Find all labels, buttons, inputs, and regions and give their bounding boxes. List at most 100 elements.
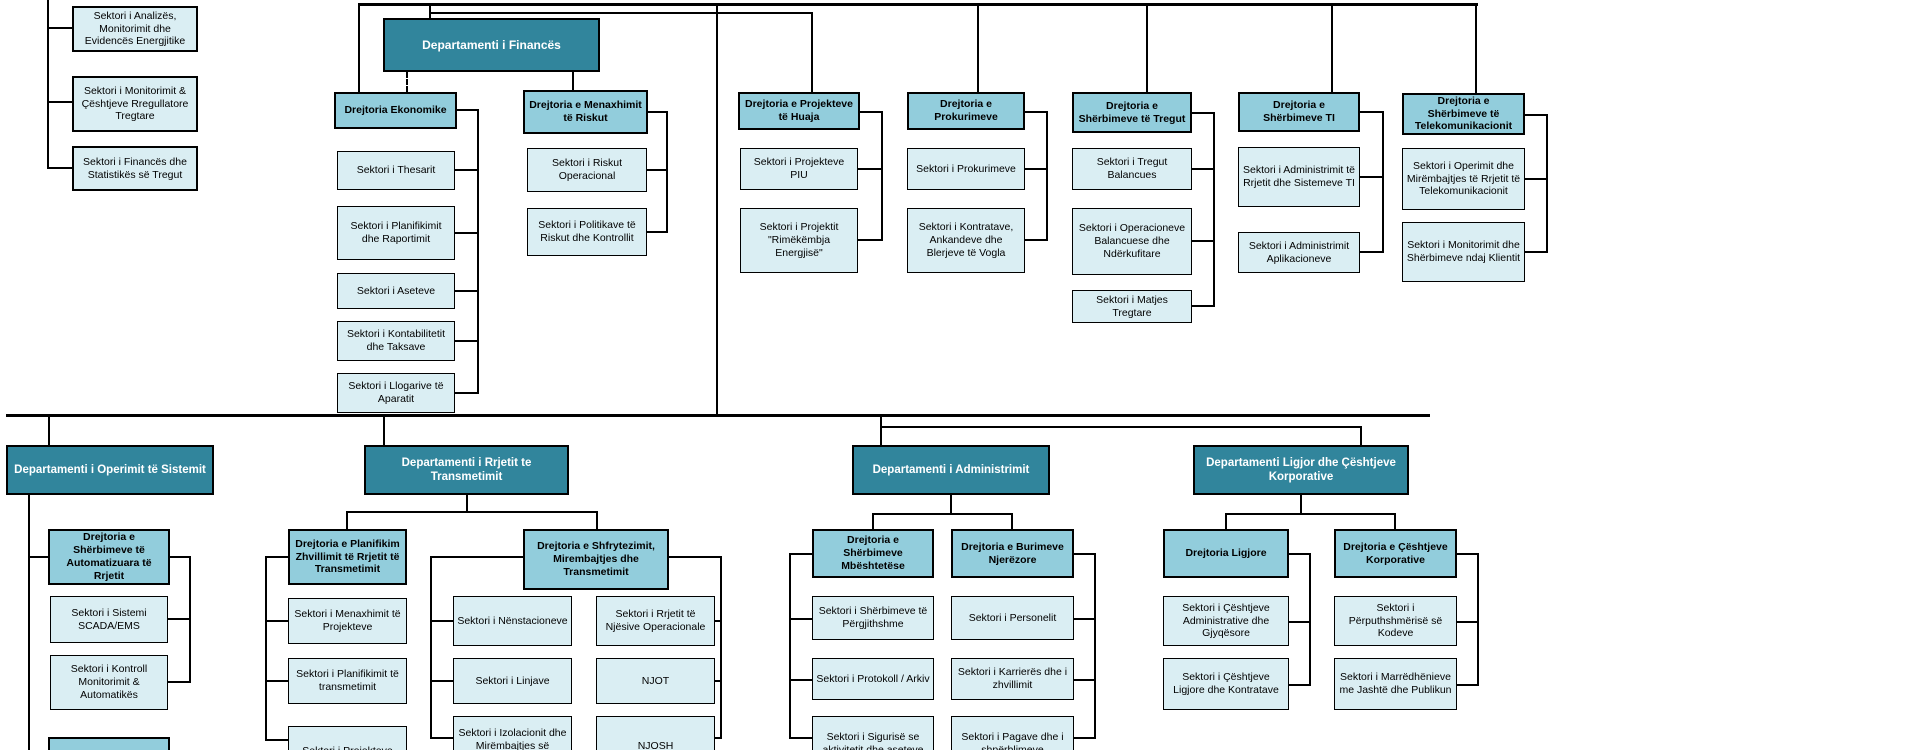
connector <box>1457 621 1479 623</box>
box-sektori-prokurimeve: Sektori i Prokurimeve <box>907 148 1025 190</box>
box-drejtoria-automatizuara: Drejtoria e Shërbimeve të Automatizuara … <box>48 529 170 585</box>
connector <box>168 618 191 620</box>
connector <box>880 414 882 445</box>
connector <box>28 495 30 750</box>
box-sektori-tregut-balancues: Sektori i Tregut Balancues <box>1072 148 1192 190</box>
connector <box>647 231 668 233</box>
connector <box>1546 114 1548 252</box>
box-sektori-njot: NJOT <box>596 658 715 704</box>
box-sektori-linjave: Sektori i Linjave <box>453 658 572 704</box>
connector <box>1192 112 1215 114</box>
connector <box>457 109 479 111</box>
box-drejtoria-ekonomike: Drejtoria Ekonomike <box>334 92 457 129</box>
connector <box>346 511 348 529</box>
box-sektori-operacioneve-balancuese: Sektori i Operacioneve Balancuese dhe Nd… <box>1072 208 1192 275</box>
connector <box>1525 251 1548 253</box>
box-sektori-projekteve-piu: Sektori i Projekteve PIU <box>740 148 858 190</box>
connector <box>669 556 722 558</box>
connector <box>789 553 791 738</box>
box-sektori-projektit-rimekembja: Sektori i Projektit "Rimëkëmbja Energjis… <box>740 208 858 273</box>
box-sektori-scada-ems: Sektori i Sistemi SCADA/EMS <box>50 596 168 643</box>
connector <box>648 111 668 113</box>
box-sektori-kontabilitetit: Sektori i Kontabilitetit dhe Taksave <box>337 321 455 361</box>
connector <box>383 414 385 445</box>
box-drejtoria-menaxhimit-riskut: Drejtoria e Menaxhimit të Riskut <box>523 90 648 134</box>
connector <box>1025 239 1048 241</box>
box-departamenti-rrjetit-transmetimit: Departamenti i Rrjetit te Transmetimit <box>364 445 569 495</box>
connector <box>1300 495 1302 514</box>
connector <box>168 681 191 683</box>
connector <box>466 495 468 512</box>
connector <box>1360 251 1384 253</box>
connector <box>47 101 72 103</box>
box-drejtoria-ligjore: Drejtoria Ligjore <box>1163 529 1289 578</box>
box-sektori-thesarit: Sektori i Thesarit <box>337 151 455 190</box>
connector <box>713 620 722 622</box>
box-sektori-personelit: Sektori i Personelit <box>951 596 1074 640</box>
connector <box>1331 3 1333 92</box>
connector <box>1289 684 1311 686</box>
connector <box>477 109 479 394</box>
connector <box>647 169 668 171</box>
connector <box>1192 168 1215 170</box>
connector <box>789 679 812 681</box>
connector <box>346 511 598 513</box>
connector <box>872 513 1013 515</box>
box-sektori-administrimit-aplikacioneve: Sektori i Administrimit Aplikacioneve <box>1238 232 1360 273</box>
connector <box>429 3 431 18</box>
box-sektori-nenstacioneve: Sektori i Nënstacioneve <box>453 596 572 646</box>
connector <box>860 111 883 113</box>
connector <box>1360 111 1384 113</box>
box-sektori-perputhshmerise: Sektori i Përputhshmërisë së Kodeve <box>1334 596 1457 646</box>
box-departamenti-operimit-sistemit: Departamenti i Operimit të Sistemit <box>6 445 214 495</box>
connector <box>455 290 479 292</box>
box-sektori-projekteve-cut: Sektori i Projekteve <box>288 726 407 750</box>
connector <box>881 111 883 240</box>
connector <box>1213 112 1215 306</box>
connector <box>1394 513 1396 529</box>
box-drejtoria-mbeshtetese: Drejtoria e Shërbimeve Mbështetëse <box>812 529 934 578</box>
connector <box>1457 684 1479 686</box>
box-sektori-planifikimit-raportimit: Sektori i Planifikimit dhe Raportimit <box>337 206 455 260</box>
box-drejtoria-projekteve-huaja: Drejtoria e Projekteve të Huaja <box>738 92 860 130</box>
connector <box>1074 737 1096 739</box>
connector <box>431 556 523 558</box>
box-drejtoria-drejtimit: Drejtoria e Drejtimit <box>48 737 170 750</box>
box-sektori-administrimit-rrjetit-ti: Sektori i Administrimit të Rrjetit dhe S… <box>1238 147 1360 207</box>
connector <box>716 3 718 416</box>
connector <box>1475 3 1477 93</box>
connector <box>430 556 432 739</box>
box-drejtoria-telekomunikacionit: Drejtoria e Shërbimeve të Telekomunikaci… <box>1402 93 1525 135</box>
connector <box>858 168 883 170</box>
connector <box>455 232 479 234</box>
connector <box>1074 679 1096 681</box>
connector <box>790 553 812 555</box>
connector <box>265 620 288 622</box>
box-sektori-analizes: Sektori i Analizës, Monitorimit dhe Evid… <box>72 6 198 52</box>
connector <box>455 392 479 394</box>
connector <box>1457 553 1479 555</box>
connector <box>811 12 813 92</box>
connector <box>1309 553 1311 684</box>
box-drejtoria-sherbimeve-tregut: Drejtoria e Shërbimeve të Tregut <box>1072 92 1192 133</box>
connector <box>1025 111 1048 113</box>
box-sektori-menaxhimit-projekteve: Sektori i Menaxhimit të Projekteve <box>288 598 407 644</box>
box-sektori-izolacionit: Sektori i Izolacionit dhe Mirëmbajtjes s… <box>453 716 572 750</box>
connector <box>1074 618 1096 620</box>
connector <box>858 239 883 241</box>
connector <box>1225 513 1396 515</box>
connector <box>455 340 479 342</box>
connector <box>872 513 874 529</box>
box-sektori-ceshtjeve-ligjore: Sektori i Çështjeve Ligjore dhe Kontrata… <box>1163 658 1289 710</box>
connector <box>789 618 812 620</box>
box-sektori-matjes-tregtare: Sektori i Matjes Tregtare <box>1072 290 1192 323</box>
connector <box>430 737 453 739</box>
box-drejtoria-burimeve-njerezore: Drejtoria e Burimeve Njerëzore <box>951 529 1074 578</box>
connector <box>713 737 722 739</box>
box-sektori-politikave-riskut: Sektori i Politikave të Riskut dhe Kontr… <box>527 208 647 256</box>
connector <box>1225 513 1227 529</box>
box-sektori-kontratave: Sektori i Kontratave, Ankandeve dhe Bler… <box>907 208 1025 273</box>
connector <box>266 556 288 558</box>
connector <box>265 739 288 741</box>
